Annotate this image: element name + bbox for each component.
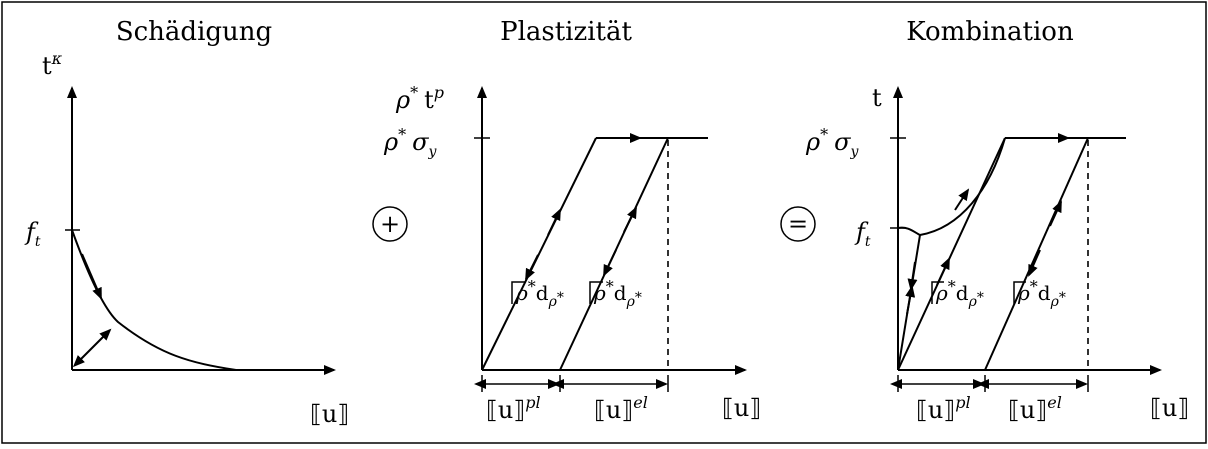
panel-plasticity: Plastizität ρ*tp ρ*σy ρ*dρ* ρ*dρ* <box>383 17 761 424</box>
slope-triangle-plasticity-1 <box>511 281 525 304</box>
softening-curve-damage <box>71 229 237 371</box>
slope-triangle-combination-2 <box>1013 281 1026 304</box>
steep-arrow-down-combination <box>907 261 918 291</box>
unloading-arrow-plasticity-2 <box>603 249 617 277</box>
slope-label-plasticity-1: ρ*dρ* <box>515 277 564 310</box>
softening-arrow-damage <box>81 253 102 300</box>
combined-curve <box>897 137 1006 237</box>
panel-combination: Kombination t ρ*σy ft ρ*dρ* <box>805 17 1189 424</box>
curve-arrow-combination <box>954 188 970 211</box>
panel-title-combination: Kombination <box>906 17 1074 47</box>
svg-text:+: + <box>380 210 400 238</box>
slope-label-plasticity-2: ρ*dρ* <box>593 277 642 310</box>
loading-line-plasticity <box>481 137 597 371</box>
panel-damage: Schädigung tκ ft ⟦u⟧ <box>24 17 349 428</box>
steep-arrow-up-combination <box>905 285 916 315</box>
y-axis-label-combination: t <box>872 84 882 112</box>
panel-title-plasticity: Plastizität <box>500 17 632 47</box>
slope-triangle-combination-1 <box>931 281 944 304</box>
loading-line-combination <box>897 137 1006 371</box>
y-axis-label-plasticity: ρ*tp <box>395 83 444 114</box>
bracket-el-label-combination: ⟦u⟧el <box>1008 393 1062 424</box>
x-axis-label-plasticity: ⟦u⟧ <box>722 394 761 422</box>
tick-label-ft-combination: ft <box>854 218 871 250</box>
tick-label-sigma-plasticity: ρ*σy <box>383 125 438 160</box>
loading-arrow-combination <box>936 257 950 286</box>
plus-operator: + <box>372 206 408 242</box>
reloading-arrow-combination <box>1049 200 1062 227</box>
svg-text:=: = <box>788 210 808 238</box>
tick-label-ft-damage: ft <box>24 218 41 250</box>
x-axis-label-damage: ⟦u⟧ <box>310 400 349 428</box>
loading-arrow-plasticity <box>547 208 561 236</box>
bracket-pl-label-plasticity: ⟦u⟧pl <box>486 393 541 424</box>
unloading-arrow-combination <box>1028 249 1041 277</box>
unloading-arrow-plasticity-1 <box>525 254 539 281</box>
bracket-pl-label-combination: ⟦u⟧pl <box>916 393 971 424</box>
unload-arrow-damage <box>72 328 112 368</box>
elastic-line-combination <box>984 137 1089 371</box>
equals-operator: = <box>780 206 816 242</box>
bracket-el-label-plasticity: ⟦u⟧el <box>594 393 648 424</box>
tick-label-sigma-combination: ρ*σy <box>805 125 860 160</box>
slope-label-combination-2: ρ*dρ* <box>1017 277 1066 310</box>
panel-title-damage: Schädigung <box>116 17 272 47</box>
x-axis-label-combination: ⟦u⟧ <box>1150 394 1189 422</box>
slope-triangle-plasticity-2 <box>589 281 603 304</box>
slope-label-combination-1: ρ*dρ* <box>935 277 984 310</box>
y-axis-label-damage: tκ <box>42 49 63 80</box>
reloading-arrow-plasticity <box>623 206 637 233</box>
